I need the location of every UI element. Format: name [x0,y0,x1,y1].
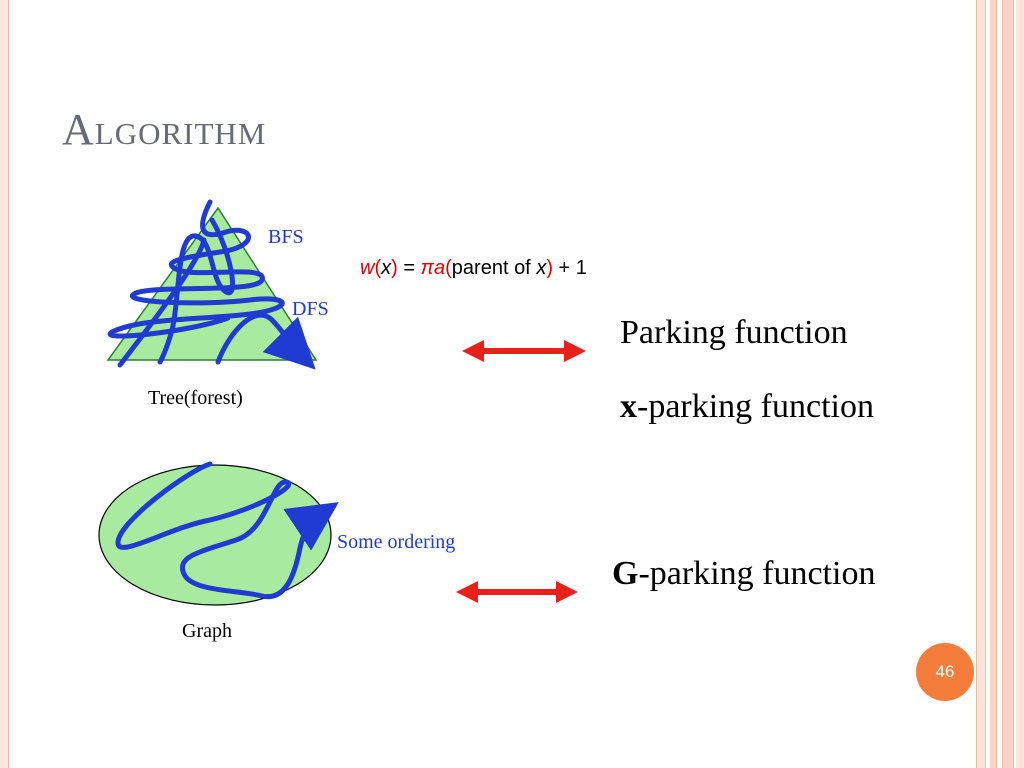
g-parking-function-label: G-parking function [612,555,875,593]
formula-close2: ) [546,257,553,279]
formula-open1: ( [374,257,382,279]
some-ordering-label: Some ordering [337,531,456,553]
slide-title: Algorithm [62,105,267,154]
parking-function-label: Parking function [620,314,848,351]
formula-parent-of: parent of [451,257,537,279]
weight-formula: w(x) = πa(parent of x) + 1 [360,257,587,280]
tree-caption: Tree(forest) [148,387,243,409]
bfs-label: BFS [268,226,304,248]
g-parking-suffix: -parking function [638,555,876,592]
g-parking-prefix: G [612,555,639,592]
x-parking-suffix: -parking function [637,388,874,425]
right-frame-stripe-2 [990,0,997,768]
graph-ordering-curve [115,461,339,600]
formula-equals: = [397,257,421,279]
formula-open2: ( [445,257,452,279]
graph-to-gparking-double-arrow [456,581,578,603]
right-frame-stripe-1 [976,0,986,768]
x-parking-prefix: x [620,388,637,425]
left-frame-stripe [0,0,9,768]
right-frame-stripe-4 [1016,0,1024,768]
dfs-traversal-curve [117,217,298,365]
formula-x2: x [536,257,547,279]
graph-caption: Graph [182,620,232,642]
formula-plus-one: + 1 [552,257,587,279]
formula-close1: ) [391,257,398,279]
x-parking-function-label: x-parking function [620,388,874,426]
formula-w: w [360,257,375,279]
formula-x1: x [381,257,392,279]
page-number-badge: 46 [916,643,974,701]
dfs-label: DFS [292,298,329,320]
formula-pi-a: πa [420,257,446,279]
tree-to-parking-double-arrow [462,340,586,362]
right-frame-stripe-3 [1002,0,1014,768]
bfs-traversal-curve [107,199,285,339]
graph-ellipse [98,464,332,606]
